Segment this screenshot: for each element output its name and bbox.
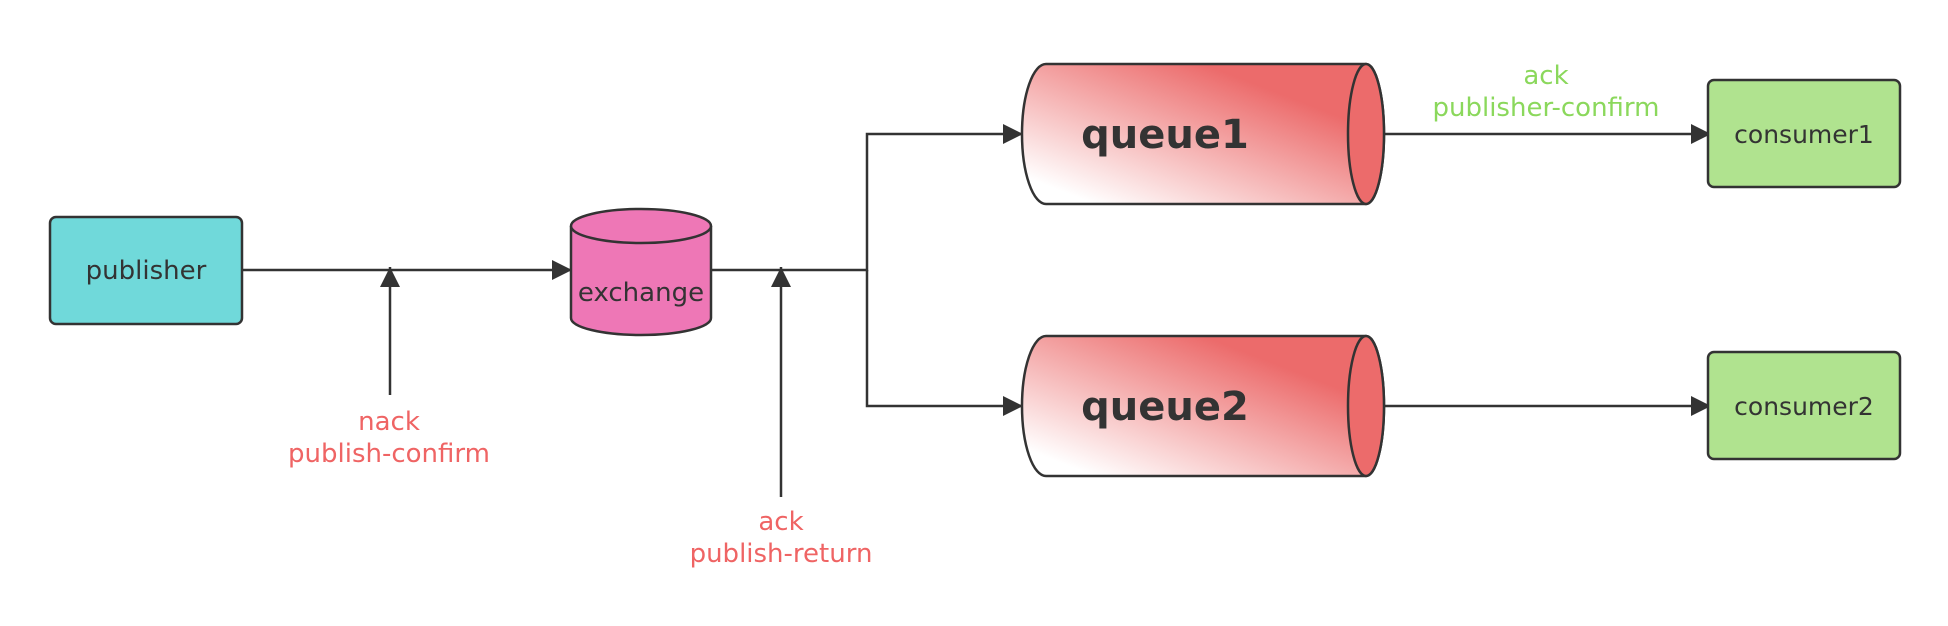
publish-return-annotation: ack publish-return [690,507,873,569]
exchange-label: exchange [578,278,704,308]
consumer1-label: consumer1 [1734,120,1874,149]
publisher-node: publisher [48,215,244,326]
confirm-line2: publisher-confirm [1433,93,1660,123]
confirm-line1: ack [1523,61,1568,91]
consumer1-node: consumer1 [1706,78,1902,189]
queue1-node: queue1 [1020,62,1386,206]
publisher-label: publisher [86,256,207,286]
edge-exchange-queue2 [865,270,1023,416]
edge-exchange-queue1 [712,124,1023,272]
consumer2-label: consumer2 [1734,392,1874,421]
queue1-end [1346,62,1386,206]
publisher-box [48,215,244,326]
queue2-node: queue2 [1020,334,1386,478]
exchange-node: exchange [569,207,713,337]
consumer1-box [1706,78,1902,189]
return-line1: ack [758,507,803,537]
consumer2-box [1706,350,1902,461]
return-line2: publish-return [690,539,873,569]
queue2-label: queue2 [1081,384,1249,430]
publisher-confirm-annotation: ack publisher-confirm [1433,61,1660,123]
exchange-body [569,226,713,337]
consumer2-node: consumer2 [1706,350,1902,461]
connectors [243,124,1711,497]
nack-line2: publish-confirm [288,439,490,469]
nack-line1: nack [358,407,420,437]
exchange-top [569,207,713,245]
queue2-end [1346,334,1386,478]
nack-annotation: nack publish-confirm [288,407,490,469]
queue1-label: queue1 [1081,112,1249,158]
